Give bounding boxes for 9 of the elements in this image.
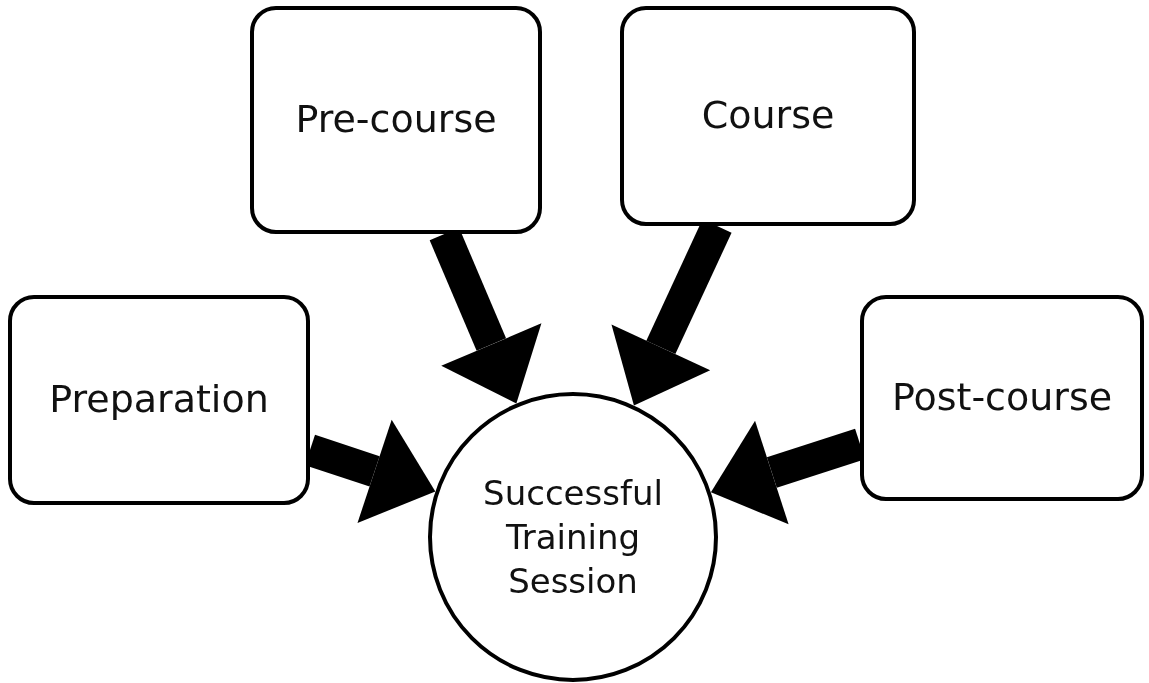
stage-box (8, 295, 310, 505)
stage-box (860, 295, 1144, 501)
node-label: Pre-course (295, 96, 497, 144)
stage-box (620, 6, 916, 226)
node-label: Course (701, 92, 835, 140)
node-label: Successful Training Session (482, 471, 664, 604)
node-label: Preparation (49, 376, 269, 424)
node-label: Post-course (891, 374, 1113, 422)
stage-box (250, 6, 542, 234)
